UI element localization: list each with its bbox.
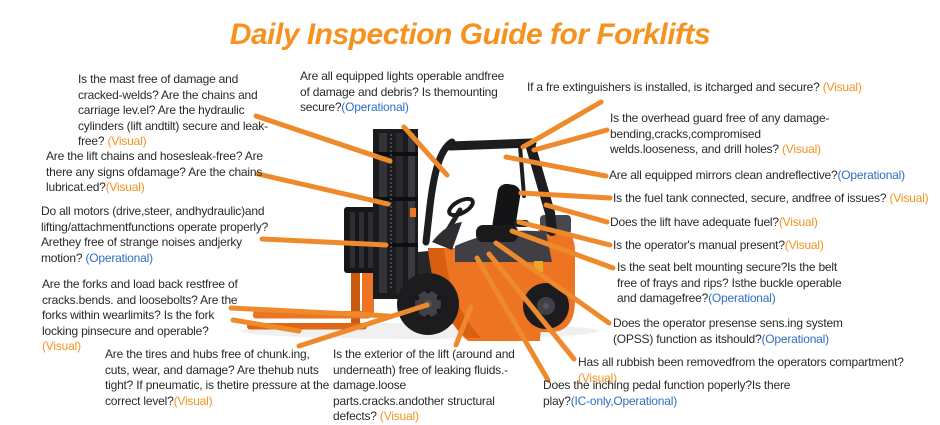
leader-line-fire-extinguisher bbox=[520, 99, 604, 150]
annotation-motors: Do all motors (drive,steer, andhydraulic… bbox=[41, 204, 271, 266]
inspection-type-tag: (Visual) bbox=[778, 215, 818, 229]
annotation-text: Are all equipped mirrors clean andreflec… bbox=[609, 168, 838, 182]
leader-line-manual bbox=[516, 219, 613, 248]
leader-line-lights bbox=[401, 124, 450, 178]
annotation-text: Are the lift chains and hosesleak-free? … bbox=[46, 149, 263, 195]
leader-line-motors bbox=[259, 236, 389, 248]
annotation-text: Is the operator's manual present? bbox=[613, 238, 785, 252]
annotation-inching-pedal: Does the inching pedal function poperly?… bbox=[543, 378, 805, 409]
annotation-text: Does the lift have adequate fuel? bbox=[610, 215, 779, 229]
annotation-fire-extinguisher: If a fre extinguishers is installed, is … bbox=[527, 80, 937, 96]
annotation-lights: Are all equipped lights operable andfree… bbox=[300, 69, 512, 116]
annotation-rubbish: Has all rubbish been removedfrom the ope… bbox=[578, 355, 940, 386]
annotation-text: Is the mast free of damage and cracked-w… bbox=[78, 72, 268, 149]
leader-lines bbox=[228, 99, 616, 383]
forklift-forks bbox=[247, 265, 374, 330]
inspection-type-tag: (Visual) bbox=[42, 339, 81, 354]
inspection-type-tag: (Operational) bbox=[85, 250, 153, 265]
annotation-text: Does the operator presense sens.ing syst… bbox=[613, 316, 843, 346]
annotation-tires: Are the tires and hubs free of chunk.ing… bbox=[105, 347, 335, 409]
inspection-type-tag: (Visual) bbox=[781, 142, 821, 157]
leader-line-overhead-guard bbox=[531, 127, 610, 153]
leader-line-exterior bbox=[453, 304, 474, 348]
annotation-text: Is the overhead guard free of any damage… bbox=[610, 111, 830, 157]
inspection-type-tag: (Visual) bbox=[105, 180, 145, 195]
inspection-type-tag: (Operational) bbox=[708, 291, 776, 306]
annotation-text: Is the exterior of the lift (around and … bbox=[333, 347, 515, 424]
inspection-type-tag: (Operational) bbox=[341, 100, 409, 115]
annotation-forks: Are the forks and load back restfree of … bbox=[42, 277, 247, 355]
leader-line-rubbish bbox=[486, 251, 577, 362]
annotation-text: Do all motors (drive,steer, andhydraulic… bbox=[41, 204, 269, 265]
annotation-operators-manual: Is the operator's manual present?(Visual… bbox=[613, 238, 893, 254]
annotation-fuel-tank: Is the fuel tank connected, secure, andf… bbox=[613, 191, 938, 207]
annotation-overhead-guard: Is the overhead guard free of any damage… bbox=[610, 111, 852, 158]
leader-line-opss bbox=[493, 240, 612, 326]
inspection-type-tag: (Operational) bbox=[761, 331, 829, 346]
annotation-text: Are the tires and hubs free of chunk.ing… bbox=[105, 347, 330, 408]
leader-line-mast bbox=[253, 113, 393, 164]
page-title: Daily Inspection Guide for Forklifts bbox=[229, 18, 711, 51]
inspection-type-tag: (IC-only,Operational) bbox=[570, 393, 677, 408]
annotation-opss: Does the operator presense sens.ing syst… bbox=[613, 316, 861, 347]
forklift-mast bbox=[373, 129, 418, 299]
annotation-seat-belt: Is the seat belt mounting secure?Is the … bbox=[617, 260, 855, 307]
inspection-type-tag: (Visual) bbox=[822, 80, 862, 94]
leader-line-fuel-tank bbox=[518, 190, 613, 201]
annotation-mast: Is the mast free of damage and cracked-w… bbox=[78, 72, 283, 150]
leader-line-forks bbox=[228, 305, 392, 319]
annotation-lift-chains: Are the lift chains and hosesleak-free? … bbox=[46, 149, 264, 196]
inspection-type-tag: (Visual) bbox=[379, 409, 419, 424]
annotation-text: Are all equipped lights operable andfree… bbox=[300, 69, 505, 115]
annotation-text: Is the fuel tank connected, secure, andf… bbox=[613, 191, 890, 205]
forklift-steering bbox=[432, 196, 475, 250]
leader-line-seat-belt bbox=[509, 228, 616, 271]
leader-line-tires bbox=[296, 302, 430, 349]
mast-sticker bbox=[410, 208, 416, 217]
inspection-type-tag: (Visual) bbox=[784, 238, 824, 252]
leader-line-mirrors bbox=[503, 154, 609, 179]
forklift-rear-wheel bbox=[523, 283, 569, 329]
inspection-type-tag: (Visual) bbox=[107, 134, 147, 149]
forklift-overhead-guard bbox=[422, 138, 557, 246]
annotation-text: If a fre extinguishers is installed, is … bbox=[527, 80, 823, 94]
inspection-type-tag: (Visual) bbox=[889, 191, 929, 205]
warning-sticker bbox=[534, 261, 543, 272]
annotation-text: Does the inching pedal function poperly?… bbox=[543, 378, 791, 408]
leader-line-lift-chains bbox=[255, 171, 391, 207]
annotation-mirrors: Are all equipped mirrors clean andreflec… bbox=[609, 168, 939, 184]
annotation-adequate-fuel: Does the lift have adequate fuel?(Visual… bbox=[610, 215, 890, 231]
inspection-type-tag: (Visual) bbox=[173, 393, 213, 408]
inspection-type-tag: (Operational) bbox=[837, 168, 905, 182]
annotation-text: Are the forks and load back restfree of … bbox=[42, 277, 238, 338]
leader-line-adequate-fuel bbox=[543, 202, 610, 225]
inspection-type-tag: (Visual) bbox=[578, 370, 617, 385]
annotation-text: Has all rubbish been removedfrom the ope… bbox=[578, 355, 904, 369]
steering-wheel bbox=[447, 196, 475, 218]
annotation-exterior: Is the exterior of the lift (around and … bbox=[333, 347, 517, 425]
leader-line-forks-2 bbox=[230, 317, 302, 334]
annotation-text: Is the seat belt mounting secure?Is the … bbox=[617, 260, 842, 306]
leader-line-inching-pedal bbox=[474, 255, 551, 383]
